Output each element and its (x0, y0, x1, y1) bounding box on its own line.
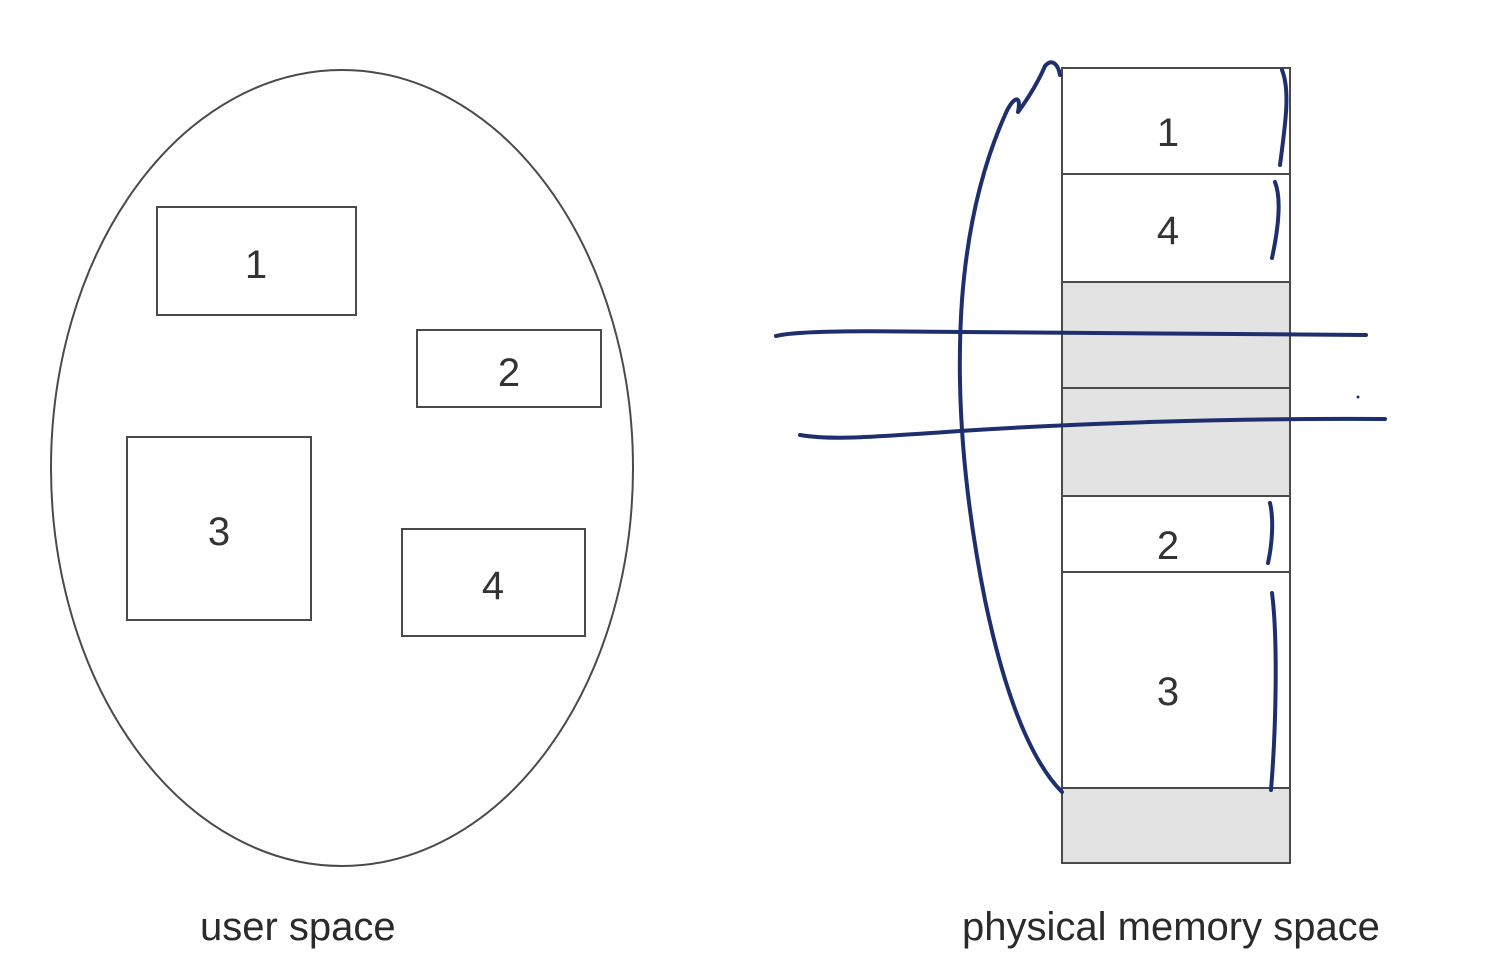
memory-block-free-3 (1061, 787, 1291, 864)
memory-block-3 (1061, 571, 1291, 789)
memory-block-4-label: 4 (1157, 209, 1179, 253)
user-segment-2-box (416, 329, 602, 408)
memory-block-free-2 (1061, 387, 1291, 497)
user-segment-3-label: 3 (208, 510, 230, 554)
user-segment-3-box (126, 436, 312, 621)
user-space-ellipse (50, 69, 634, 867)
memory-block-2 (1061, 495, 1291, 573)
handwritten-annotations (774, 60, 1387, 794)
physical-memory-group: 1 4 2 3 (1061, 67, 1291, 864)
annotation-strike-line-1 (774, 329, 1368, 338)
annotation-large-bracket (957, 60, 1064, 794)
annotation-bracket-block-2 (1266, 501, 1275, 565)
annotation-bracket-block-4 (1270, 180, 1281, 260)
user-segment-2-label: 2 (498, 351, 520, 395)
user-space-group: 1 2 3 4 (50, 69, 634, 867)
memory-block-4 (1061, 173, 1291, 283)
physical-memory-caption: physical memory space (962, 905, 1380, 949)
memory-block-1-label: 1 (1157, 111, 1179, 155)
annotation-dot (1356, 395, 1360, 399)
annotation-bracket-block-1 (1278, 68, 1289, 167)
user-segment-4-label: 4 (482, 564, 504, 608)
memory-block-3-label: 3 (1157, 670, 1179, 714)
user-segment-4-box (401, 528, 586, 637)
annotation-bracket-block-3 (1269, 591, 1278, 792)
memory-block-2-label: 2 (1157, 524, 1179, 568)
user-segment-1-box (156, 206, 357, 316)
user-space-caption: user space (200, 905, 396, 949)
annotation-strike-line-2 (798, 416, 1387, 440)
user-segment-1-label: 1 (245, 243, 267, 287)
